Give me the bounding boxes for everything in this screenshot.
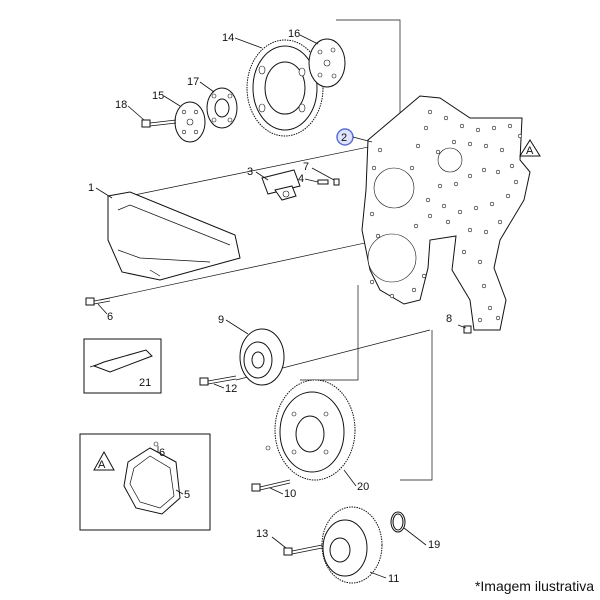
plate-hole <box>487 305 493 311</box>
svg-text:8: 8 <box>446 313 452 325</box>
plate-hole <box>459 123 465 129</box>
svg-text:7: 7 <box>303 161 309 173</box>
plate-hole <box>517 133 523 139</box>
plate-hole <box>441 203 447 209</box>
o-ring-19 <box>390 511 406 533</box>
plate-hole <box>509 163 515 169</box>
plate-15 <box>174 101 206 143</box>
plate-hole <box>389 293 395 299</box>
bolt-6-left <box>85 297 111 306</box>
bolt-12 <box>199 375 237 386</box>
svg-text:12: 12 <box>225 383 237 395</box>
plate-hole <box>505 193 511 199</box>
plate-hole <box>443 115 449 121</box>
svg-text:6: 6 <box>159 447 165 459</box>
svg-text:17: 17 <box>187 76 199 88</box>
svg-text:10: 10 <box>284 488 296 500</box>
plate-hole <box>427 213 433 219</box>
callouts: 1 3 4 7 14 16 17 15 18 6 8 9 21 12 6 A 5… <box>88 28 452 585</box>
plate-hole <box>423 125 429 131</box>
plate-hole <box>483 229 489 235</box>
svg-text:1: 1 <box>88 182 94 194</box>
svg-text:6: 6 <box>107 311 113 323</box>
svg-text:A: A <box>98 459 106 471</box>
plate-hole <box>371 165 377 171</box>
svg-text:14: 14 <box>222 32 234 44</box>
svg-text:15: 15 <box>152 90 164 102</box>
flywheel-ring-gear-14 <box>246 39 324 137</box>
gear-20 <box>265 379 356 481</box>
plate-hole <box>369 211 375 217</box>
plate-hole <box>413 223 419 229</box>
plate-hole <box>457 209 463 215</box>
plate-hole <box>377 147 383 153</box>
plate-hole <box>475 127 481 133</box>
hub-17 <box>206 87 238 129</box>
bolt-18 <box>141 119 177 128</box>
svg-text:21: 21 <box>139 377 151 389</box>
svg-text:5: 5 <box>184 489 190 501</box>
support-beam-1 <box>107 191 241 281</box>
timing-cover-plate <box>361 95 531 331</box>
svg-text:13: 13 <box>256 528 268 540</box>
plate-hole <box>415 143 421 149</box>
plate-hole <box>513 179 519 185</box>
bolt-8 <box>457 324 472 334</box>
svg-text:18: 18 <box>115 99 127 111</box>
svg-text:4: 4 <box>298 173 304 185</box>
svg-text:16: 16 <box>288 28 300 40</box>
plate-hole <box>481 167 487 173</box>
plate-hole <box>411 287 417 293</box>
gear-11 <box>321 506 383 584</box>
gasket-box-5 <box>79 433 211 531</box>
plate-hole <box>477 317 483 323</box>
plate-hole <box>375 233 381 239</box>
plate-hole <box>467 173 473 179</box>
plate-hole <box>489 201 495 207</box>
plate-16 <box>308 38 346 88</box>
svg-text:20: 20 <box>357 481 369 493</box>
bolt-10 <box>251 479 291 492</box>
svg-text:3: 3 <box>247 166 253 178</box>
plate-hole <box>435 149 441 155</box>
plate-hole <box>491 125 497 131</box>
plate-hole <box>437 183 443 189</box>
plate-hole <box>453 181 459 187</box>
plate-hole <box>507 123 513 129</box>
svg-text:A: A <box>526 145 534 157</box>
svg-text:19: 19 <box>428 539 440 551</box>
plate-hole <box>483 143 489 149</box>
plate-hole <box>445 219 451 225</box>
plate-hole <box>497 219 503 225</box>
plate-hole <box>451 139 457 145</box>
marker-a-top: A <box>519 139 541 157</box>
plate-hole <box>495 169 501 175</box>
svg-text:9: 9 <box>218 314 224 326</box>
sealant-tube-box-21 <box>83 338 162 394</box>
plate-hole <box>369 279 375 285</box>
svg-text:11: 11 <box>388 573 399 585</box>
plate-hole <box>409 165 415 171</box>
pulley-9 <box>239 328 285 386</box>
plate-hole <box>473 205 479 211</box>
plate-hole <box>467 141 473 147</box>
plate-hole <box>495 315 501 321</box>
plate-hole <box>477 259 483 265</box>
plate-hole <box>461 249 467 255</box>
bracket-3-4-7 <box>261 169 340 201</box>
plate-hole <box>499 147 505 153</box>
plate-hole <box>427 109 433 115</box>
plate-hole <box>425 197 431 203</box>
svg-text:2: 2 <box>341 132 347 144</box>
bolt-13 <box>283 544 323 556</box>
callout-2-highlighted: 2 <box>336 128 373 146</box>
plate-hole <box>467 227 473 233</box>
plate-hole <box>421 273 427 279</box>
illustrative-image-caption: *Imagem ilustrativa <box>474 578 594 594</box>
plate-hole <box>481 283 487 289</box>
